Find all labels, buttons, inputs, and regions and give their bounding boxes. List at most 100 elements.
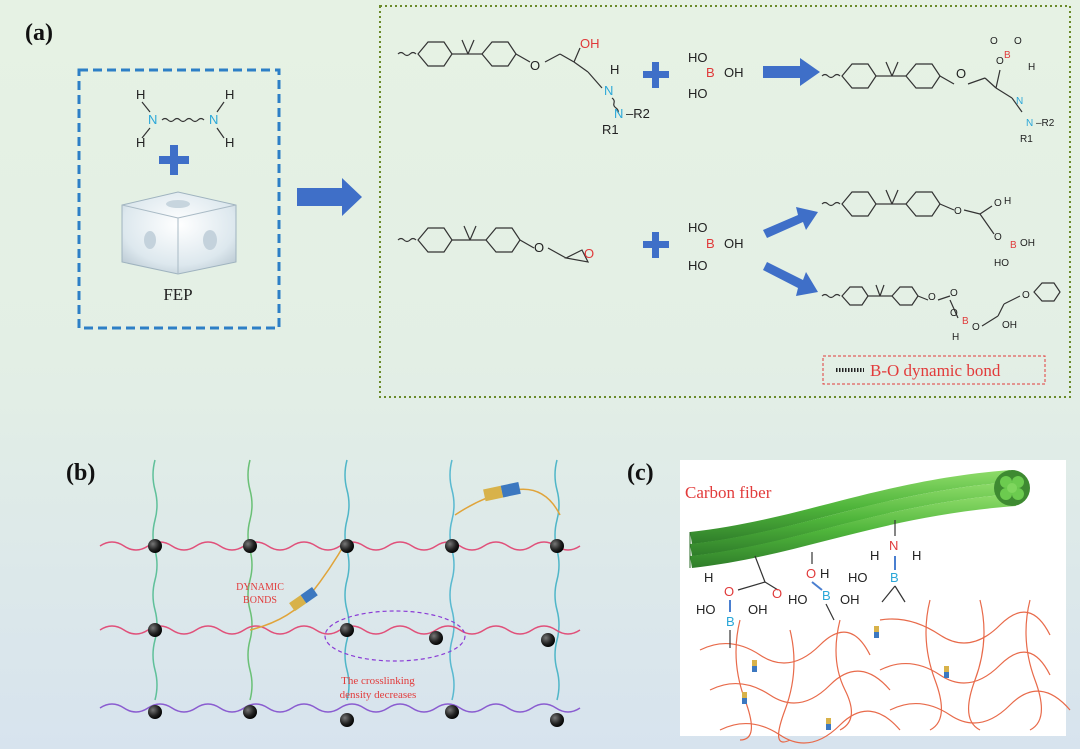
crosslink-note-line2: density decreases xyxy=(340,689,417,701)
carbon-fiber-bundle xyxy=(689,470,1030,568)
diamine-structure: H H N N H H xyxy=(136,87,234,150)
svg-text:O: O xyxy=(1014,36,1022,47)
svg-text:O: O xyxy=(954,206,962,217)
svg-text:H: H xyxy=(820,566,829,581)
svg-text:O: O xyxy=(530,58,540,73)
svg-text:–R2: –R2 xyxy=(626,106,650,121)
svg-text:B: B xyxy=(890,570,899,585)
svg-text:O: O xyxy=(928,292,936,303)
reaction-box xyxy=(379,5,1071,398)
svg-text:OH: OH xyxy=(724,65,744,80)
network-diagram xyxy=(99,459,581,713)
svg-text:N: N xyxy=(889,538,898,553)
svg-text:H: H xyxy=(225,135,234,150)
crosslink-nodes xyxy=(148,539,564,727)
panel-c-label: (c) xyxy=(627,460,654,486)
fep-label: FEP xyxy=(163,285,192,304)
svg-text:H: H xyxy=(1028,62,1035,73)
panel-a-label: (a) xyxy=(25,20,53,46)
plus-sign-a3 xyxy=(643,232,669,258)
svg-text:HO: HO xyxy=(788,592,808,607)
product-2b-structure: O O O B O H OH O xyxy=(821,282,1061,343)
svg-text:OH: OH xyxy=(580,36,600,51)
svg-text:O: O xyxy=(1022,290,1030,301)
svg-text:OH: OH xyxy=(748,602,768,617)
svg-text:H: H xyxy=(1004,196,1011,207)
boric-acid-2: HO B OH HO xyxy=(688,220,744,273)
svg-text:O: O xyxy=(584,246,594,261)
svg-text:O: O xyxy=(950,308,958,319)
svg-text:OH: OH xyxy=(1020,238,1035,249)
network-bond-glyphs xyxy=(742,626,949,730)
svg-text:O: O xyxy=(806,566,816,581)
svg-text:HO: HO xyxy=(848,570,868,585)
svg-text:B: B xyxy=(1004,50,1011,61)
svg-text:HO: HO xyxy=(994,258,1009,269)
bond-legend: B-O dynamic bond xyxy=(822,355,1046,385)
svg-text:B: B xyxy=(726,614,735,629)
svg-text:H: H xyxy=(136,87,145,102)
epoxy-amine-structure: O OH N H N –R2 R1 xyxy=(397,36,650,137)
svg-text:H: H xyxy=(870,548,879,563)
process-arrow xyxy=(297,178,362,216)
legend-label: B-O dynamic bond xyxy=(870,361,1001,380)
svg-text:–R2: –R2 xyxy=(1036,118,1055,129)
svg-text:H: H xyxy=(136,135,145,150)
fep-foam-block xyxy=(121,191,237,275)
svg-text:B: B xyxy=(706,65,715,80)
carbon-fiber-label: Carbon fiber xyxy=(685,483,772,502)
svg-text:HO: HO xyxy=(688,50,708,65)
svg-text:H: H xyxy=(704,570,713,585)
fiber-interface-chemistry: O O H HO OH B O H HO B OH N H H HO B xyxy=(696,520,921,648)
boric-acid-1: HO B OH HO xyxy=(688,50,744,101)
svg-text:N: N xyxy=(1026,118,1033,129)
svg-text:B: B xyxy=(1010,240,1017,251)
svg-text:O: O xyxy=(994,232,1002,243)
svg-text:O: O xyxy=(950,288,958,299)
svg-text:H: H xyxy=(912,548,921,563)
svg-text:O: O xyxy=(772,586,782,601)
svg-text:B: B xyxy=(962,316,969,327)
reaction-arrow-1 xyxy=(763,58,820,86)
svg-text:O: O xyxy=(956,66,966,81)
dynamic-bonds-line2: BONDS xyxy=(243,595,277,606)
svg-text:N: N xyxy=(604,83,613,98)
plus-sign-a2 xyxy=(643,62,669,88)
polymer-network xyxy=(699,599,1071,744)
plus-sign-a1 xyxy=(159,145,189,175)
svg-text:OH: OH xyxy=(1002,320,1017,331)
svg-text:OH: OH xyxy=(840,592,860,607)
svg-text:H: H xyxy=(610,62,619,77)
svg-text:H: H xyxy=(225,87,234,102)
dynamic-bond-blocks xyxy=(289,481,521,612)
panel-b-label: (b) xyxy=(66,460,95,486)
reaction-arrow-2b xyxy=(763,262,818,296)
svg-text:N: N xyxy=(614,106,623,121)
svg-text:HO: HO xyxy=(688,220,708,235)
svg-text:N: N xyxy=(148,112,157,127)
svg-text:O: O xyxy=(994,198,1002,209)
dynamic-bonds-line1: DYNAMIC xyxy=(236,582,284,593)
reaction-arrow-2a xyxy=(763,207,818,238)
svg-text:HO: HO xyxy=(688,258,708,273)
product-2a-structure: O O H O B OH HO xyxy=(821,189,1035,269)
fep-box xyxy=(77,68,281,330)
crosslink-note-line1: The crosslinking xyxy=(341,675,415,687)
svg-text:R1: R1 xyxy=(602,122,619,137)
svg-text:O: O xyxy=(996,56,1004,67)
svg-text:N: N xyxy=(209,112,218,127)
svg-text:H: H xyxy=(952,332,959,343)
svg-text:OH: OH xyxy=(724,236,744,251)
svg-text:O: O xyxy=(972,322,980,333)
svg-text:HO: HO xyxy=(688,86,708,101)
svg-text:B: B xyxy=(822,588,831,603)
svg-text:HO: HO xyxy=(696,602,716,617)
svg-text:R1: R1 xyxy=(1020,134,1033,145)
svg-text:N: N xyxy=(1016,96,1023,107)
epoxy-structure: O O xyxy=(397,225,594,263)
svg-text:O: O xyxy=(534,240,544,255)
svg-text:O: O xyxy=(724,584,734,599)
product-1-structure: O O B O O H N N –R2 R1 xyxy=(821,36,1055,145)
